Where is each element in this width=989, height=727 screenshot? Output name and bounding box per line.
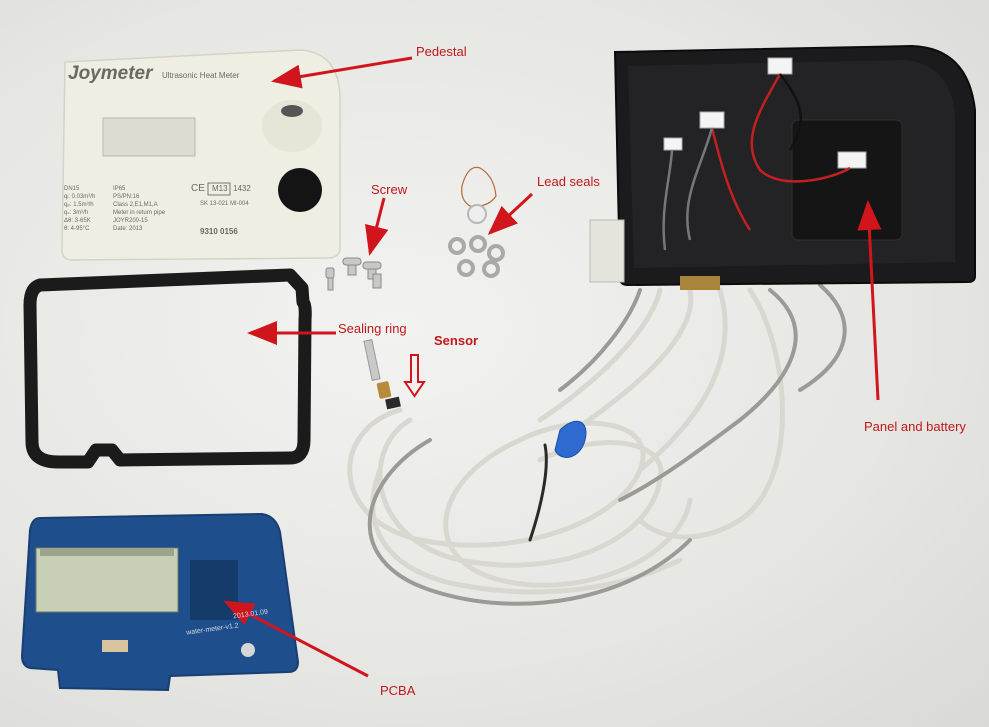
label-pedestal: Pedestal xyxy=(416,44,467,59)
spec-line: Meter in return pipe xyxy=(113,210,166,216)
button-recess xyxy=(262,100,322,152)
ce-code: M13 xyxy=(212,184,228,193)
arrow-panel-battery xyxy=(857,200,882,401)
spec-line: Date: 2013 xyxy=(113,226,143,232)
label-sealing-ring: Sealing ring xyxy=(338,321,407,336)
connector xyxy=(837,151,867,169)
sensor-button xyxy=(281,105,303,117)
ce-mark: CE xyxy=(191,183,205,194)
ce-number: 1432 xyxy=(233,184,251,193)
spec-line: qᵢ: 0.03m³/h xyxy=(64,194,96,200)
panel-housing xyxy=(589,44,976,290)
arrow-lead-seals xyxy=(487,192,534,236)
label-lead-seals: Lead seals xyxy=(537,174,600,189)
lcd-window xyxy=(102,117,196,157)
arrow-pedestal xyxy=(271,56,413,89)
cert-number: SK 13-021 MI-004 xyxy=(200,201,249,207)
meter-model: Ultrasonic Heat Meter xyxy=(162,71,240,80)
screws xyxy=(325,257,382,291)
connector xyxy=(699,111,725,129)
spec-line: qₛ: 3m³/h xyxy=(64,210,89,216)
connector xyxy=(767,57,793,75)
brass-fitting xyxy=(680,276,720,290)
cables xyxy=(347,283,847,606)
lead-seals xyxy=(448,166,505,278)
label-sensor: Sensor xyxy=(434,333,479,348)
spec-line: PS/PN:16 xyxy=(113,194,140,200)
sealing-ring xyxy=(23,268,312,469)
spec-line: θ: 4-95°C xyxy=(64,226,90,232)
spec-line: IP65 xyxy=(113,186,126,192)
cable-gland xyxy=(589,219,625,283)
arrow-screw xyxy=(365,197,389,256)
label-panel-and-battery: Panel and battery xyxy=(864,419,966,434)
meter-cover xyxy=(61,49,341,261)
spec-line: Δθ: 3-65K xyxy=(64,218,91,224)
serial-number: 9310 0156 xyxy=(200,227,238,236)
spec-line: JOYR200-15 xyxy=(113,218,148,224)
arrow-sensor xyxy=(403,354,426,398)
spec-line: DN15 xyxy=(64,186,80,192)
spec-line: qₚ: 1.5m³/h xyxy=(64,202,94,208)
temperature-sensor xyxy=(363,339,401,410)
annotation-arrows xyxy=(223,56,882,678)
connector xyxy=(663,137,683,151)
label-screw: Screw xyxy=(371,182,408,197)
pcba-board xyxy=(20,512,300,692)
label-pcba: PCBA xyxy=(380,683,416,698)
pcb-button xyxy=(241,643,255,657)
pcb-lcd xyxy=(35,547,179,613)
arrow-pcba xyxy=(223,600,369,678)
spec-line: Class 2,E1,M1,A xyxy=(113,202,158,208)
meter-brand: Joymeter xyxy=(68,63,153,84)
optical-port xyxy=(278,168,322,212)
